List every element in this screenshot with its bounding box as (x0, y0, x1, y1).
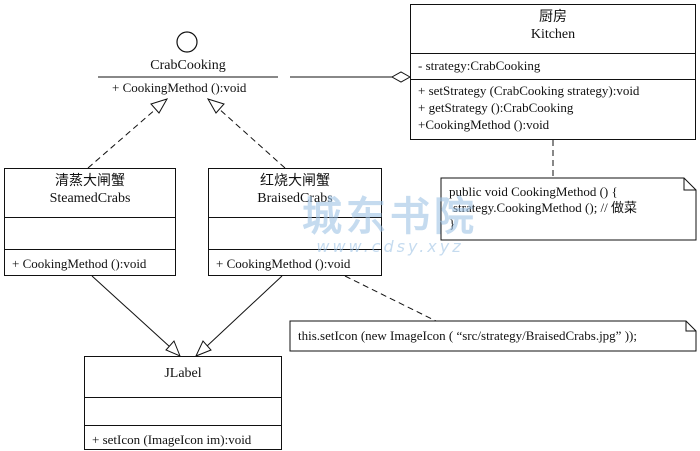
steamed-header: 清蒸大闸蟹 SteamedCrabs (5, 169, 175, 217)
interface-operation: + CookingMethod ():void (112, 80, 247, 95)
generalization-steamed (91, 275, 171, 348)
braised-header: 红烧大闸蟹 BraisedCrabs (209, 169, 381, 217)
realization-braised (217, 107, 286, 169)
jlabel-name: JLabel (164, 366, 202, 381)
braised-class: 红烧大闸蟹 BraisedCrabs + CookingMethod ():vo… (208, 168, 382, 276)
kitchen-op-get: + getStrategy ():CrabCooking (418, 100, 574, 115)
steamed-name-en: SteamedCrabs (49, 191, 131, 206)
realization-arrow-steamed (150, 98, 169, 114)
steamed-operation: + CookingMethod ():void (12, 256, 147, 271)
note2-fold (685, 321, 696, 332)
note2-anchor (344, 275, 439, 323)
braised-attributes (209, 217, 381, 249)
kitchen-op-set: + setStrategy (CrabCooking strategy):voi… (418, 83, 640, 98)
jlabel-attributes (85, 397, 281, 425)
note1-line3: } (449, 216, 456, 231)
kitchen-operations: + setStrategy (CrabCooking strategy):voi… (411, 79, 695, 133)
kitchen-op-cook: +CookingMethod ():void (418, 117, 550, 132)
kitchen-attribute: - strategy:CrabCooking (418, 58, 541, 73)
jlabel-header: JLabel (85, 357, 281, 397)
generalization-braised (205, 275, 283, 348)
aggregation-diamond (390, 71, 412, 83)
note1-line2: strategy.CookingMethod (); // 做菜 (453, 200, 638, 215)
braised-operation: + CookingMethod ():void (216, 256, 351, 271)
braised-operations: + CookingMethod ():void (209, 249, 381, 272)
note2-text: this.setIcon (new ImageIcon ( “src/strat… (298, 328, 637, 343)
realization-arrow-braised (206, 98, 225, 114)
note1-line1: public void CookingMethod () { (449, 184, 618, 199)
interface-lollipop (176, 31, 198, 53)
kitchen-attributes: - strategy:CrabCooking (411, 53, 695, 79)
generalization-arrow-braised (195, 340, 212, 357)
realization-steamed (87, 107, 158, 169)
jlabel-operations: + setIcon (ImageIcon im):void (85, 425, 281, 448)
generalization-arrow-steamed (165, 340, 181, 357)
steamed-name-cn: 清蒸大闸蟹 (55, 174, 125, 189)
note-kitchen-code: public void CookingMethod () { strategy.… (449, 184, 638, 232)
jlabel-operation: + setIcon (ImageIcon im):void (92, 432, 252, 447)
jlabel-class: JLabel + setIcon (ImageIcon im):void (84, 356, 282, 450)
steamed-attributes (5, 217, 175, 249)
braised-name-en: BraisedCrabs (257, 191, 333, 206)
kitchen-header: 厨房 Kitchen (411, 5, 695, 53)
kitchen-class: 厨房 Kitchen - strategy:CrabCooking + setS… (410, 4, 696, 140)
braised-name-cn: 红烧大闸蟹 (260, 174, 330, 189)
note1-fold (683, 178, 696, 191)
steamed-operations: + CookingMethod ():void (5, 249, 175, 272)
note-braised-code: this.setIcon (new ImageIcon ( “src/strat… (298, 328, 637, 344)
kitchen-name-en: Kitchen (530, 27, 576, 42)
kitchen-name-cn: 厨房 (539, 10, 567, 25)
interface-name: CrabCooking (150, 58, 226, 73)
steamed-class: 清蒸大闸蟹 SteamedCrabs + CookingMethod ():vo… (4, 168, 176, 276)
